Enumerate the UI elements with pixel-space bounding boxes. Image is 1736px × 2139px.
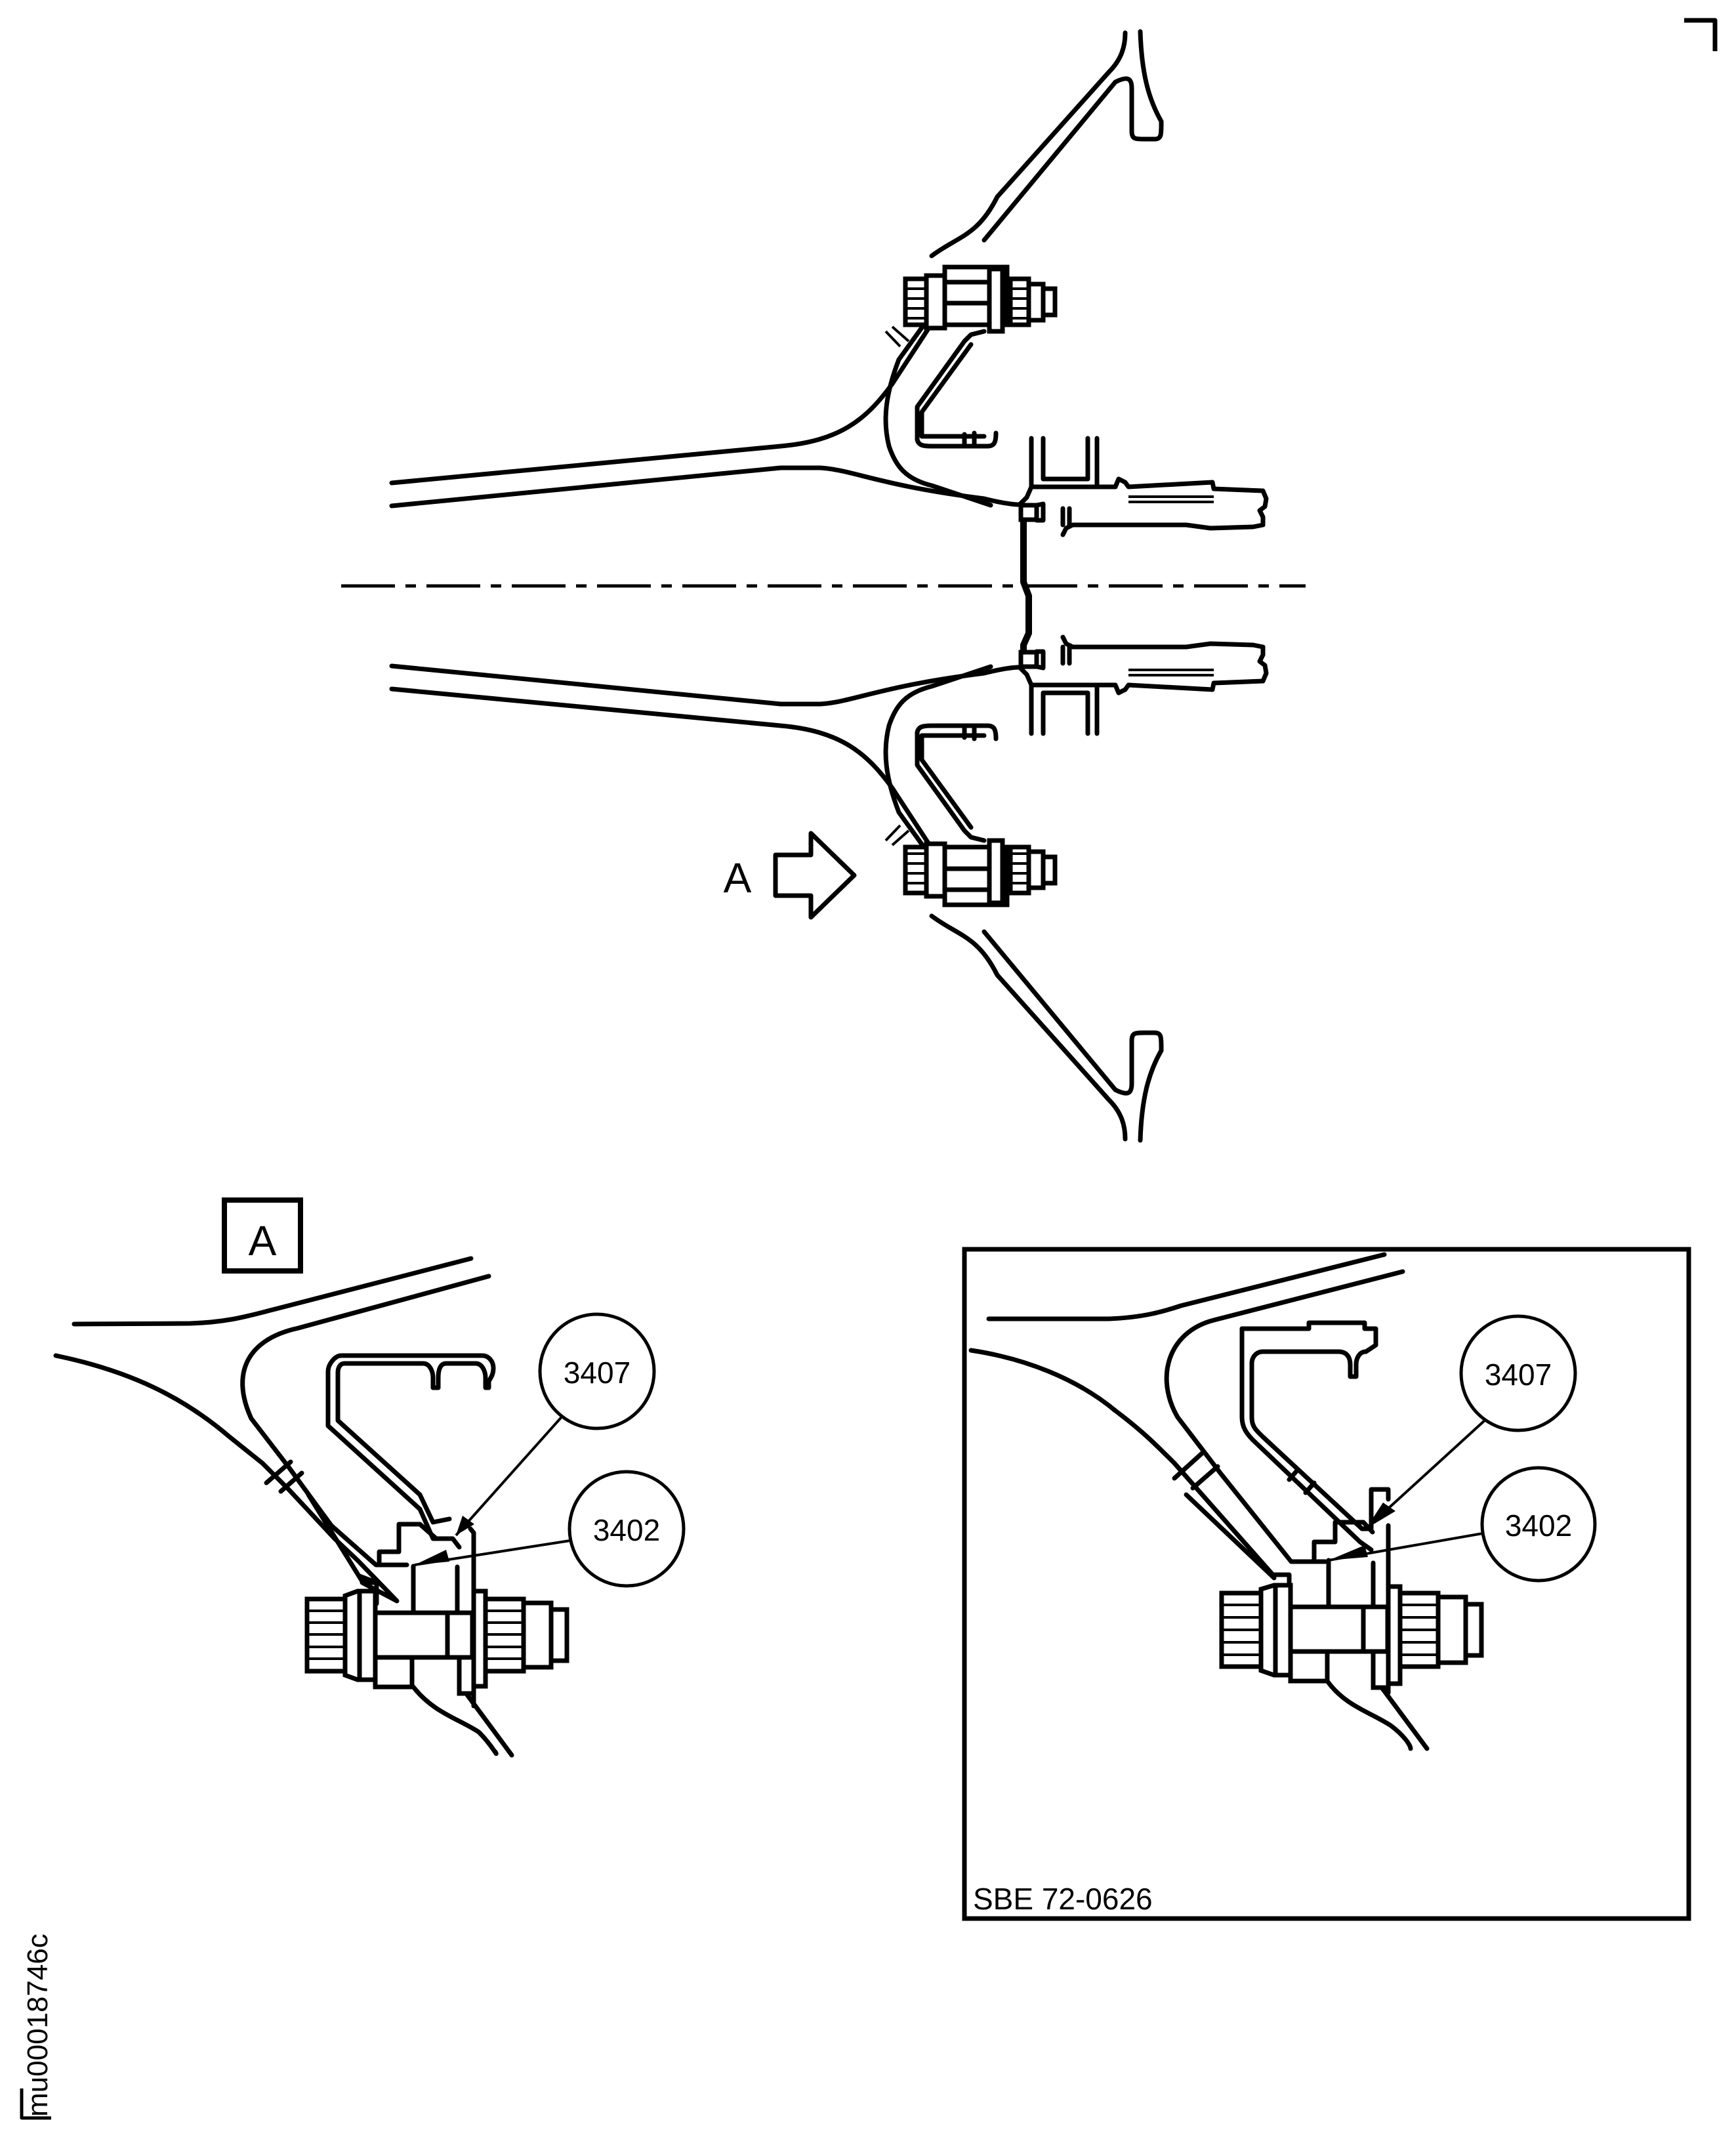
callout-3402: 3402 <box>414 1470 686 1588</box>
callout-3407: 3407 <box>455 1312 656 1537</box>
diaphragm <box>1020 518 1032 656</box>
view-arrow-label: A <box>724 854 752 902</box>
sbe-panel-label: SBE 72-0626 <box>973 1882 1153 1916</box>
upper-shaft <box>389 29 1269 537</box>
sbe-callout-3402: 3402 <box>1328 1466 1597 1583</box>
callout-label: 3407 <box>1485 1358 1552 1392</box>
detail-view-a: A <box>53 1197 686 1758</box>
corner-mark-top-right <box>1684 18 1718 51</box>
figure-id: mu00018746c <box>22 1934 54 2117</box>
figure-id-block: mu00018746c <box>20 1934 54 2120</box>
callout-label: 3402 <box>1505 1508 1572 1543</box>
bolt-assembly-detail-a <box>304 1589 569 1696</box>
bolt-assembly-upper <box>903 264 1058 334</box>
sbe-panel: 3407 3402 SBE 72-0626 <box>962 1247 1691 1921</box>
lower-half <box>389 634 1269 1143</box>
section-view: A <box>341 29 1306 1143</box>
detail-view-label: A <box>249 1217 277 1264</box>
view-direction-arrow-icon <box>773 831 857 920</box>
view-arrow-a: A <box>724 831 857 920</box>
callout-label: 3407 <box>564 1356 630 1390</box>
sbe-callout-3407: 3407 <box>1365 1314 1577 1530</box>
detail-view-label-box: A <box>222 1197 303 1274</box>
sbe-panel-frame <box>962 1247 1691 1921</box>
bolt-assembly-sbe <box>1219 1583 1484 1690</box>
callout-label: 3402 <box>593 1513 660 1547</box>
